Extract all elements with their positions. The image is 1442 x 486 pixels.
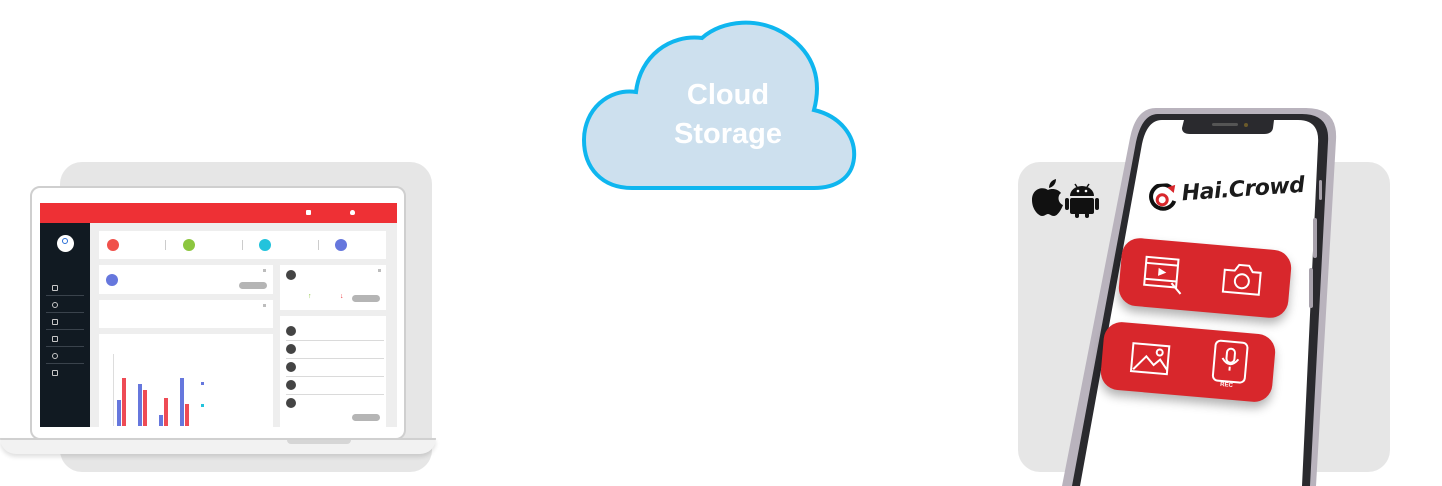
list-item (286, 395, 384, 412)
chart-card (99, 334, 273, 427)
android-icon (1065, 183, 1099, 218)
logout-icon (52, 370, 58, 376)
sidebar-item-logout (46, 364, 84, 380)
sidebar-item-settings (46, 347, 84, 364)
list-bullet (286, 380, 296, 390)
legend-swatch (201, 404, 204, 407)
close-icon (378, 269, 381, 272)
capture-media-button-group[interactable] (1117, 236, 1293, 320)
voice-record-button[interactable]: REC (1208, 338, 1252, 393)
record-badge: REC (1219, 381, 1234, 389)
capture-media-button-group-2[interactable]: REC (1099, 320, 1277, 404)
chart-bar (143, 390, 147, 426)
chart-bar (164, 398, 168, 426)
chart-bar (117, 400, 121, 426)
cloud-icon (582, 20, 857, 190)
trend-card: ↑ ↓ (280, 265, 386, 310)
chart-bar (185, 404, 189, 426)
bar-chart (113, 354, 213, 426)
image-icon[interactable] (1126, 337, 1173, 381)
car-icon (52, 336, 58, 342)
dashboard-topbar (40, 203, 397, 223)
divider (165, 240, 166, 250)
home-icon (52, 285, 58, 291)
stat-indicator (183, 239, 195, 251)
user-avatar-icon (57, 235, 74, 252)
stat-strip (99, 231, 386, 259)
cloud-storage-label: Cloud Storage (620, 76, 836, 154)
legend-swatch (201, 382, 204, 385)
list-bullet (286, 398, 296, 408)
chart-axis (113, 354, 114, 426)
list-item (286, 323, 384, 341)
app-logo: Hai.Crowd (1145, 172, 1305, 218)
summary-card (99, 265, 273, 294)
video-record-icon[interactable] (1140, 251, 1188, 299)
list-item (286, 359, 384, 377)
divider (242, 240, 243, 250)
stat-indicator (335, 239, 347, 251)
folder-icon (306, 210, 311, 215)
chart-bar (122, 378, 126, 426)
laptop-base (0, 438, 436, 454)
card-indicator (286, 270, 296, 280)
list-card (280, 316, 386, 427)
notification-icon (350, 210, 355, 215)
chart-bar (180, 378, 184, 426)
dashboard-sidebar (40, 223, 90, 427)
card-button (352, 414, 380, 421)
stat-indicator (259, 239, 271, 251)
camera-icon[interactable] (1218, 257, 1265, 301)
list-bullet (286, 362, 296, 372)
cloud-label-line-1: Cloud (686, 79, 770, 111)
card-button (352, 295, 380, 302)
dashboard-screen: ↑ ↓ (40, 203, 397, 427)
apple-icon (1032, 179, 1063, 216)
info-card (99, 300, 273, 328)
arrow-down-icon: ↓ (340, 293, 344, 300)
list-item (286, 377, 384, 395)
sidebar-item-home (46, 279, 84, 296)
chart-bar (159, 415, 163, 426)
close-icon (263, 269, 266, 272)
list-bullet (286, 344, 296, 354)
app-name: Hai.Crowd (1180, 172, 1306, 207)
cloud-label-line-2: Storage (674, 118, 782, 150)
chart-bar (138, 384, 142, 426)
sidebar-item-car-2 (46, 330, 84, 347)
hai-crowd-logo-icon (1149, 182, 1177, 211)
sidebar-item-car (46, 313, 84, 330)
laptop-notch (287, 440, 351, 444)
stat-indicator (107, 239, 119, 251)
sidebar-item-reload (46, 296, 84, 313)
reload-icon (52, 302, 58, 308)
platform-icons (1032, 179, 1099, 218)
arrow-up-icon: ↑ (308, 293, 312, 300)
close-icon (263, 304, 266, 307)
card-button (239, 282, 267, 289)
list-bullet (286, 326, 296, 336)
list-item (286, 341, 384, 359)
card-indicator (106, 274, 118, 286)
divider (318, 240, 319, 250)
gear-icon (52, 353, 58, 359)
voice-record-icon[interactable] (1208, 338, 1252, 385)
car-icon (52, 319, 58, 325)
